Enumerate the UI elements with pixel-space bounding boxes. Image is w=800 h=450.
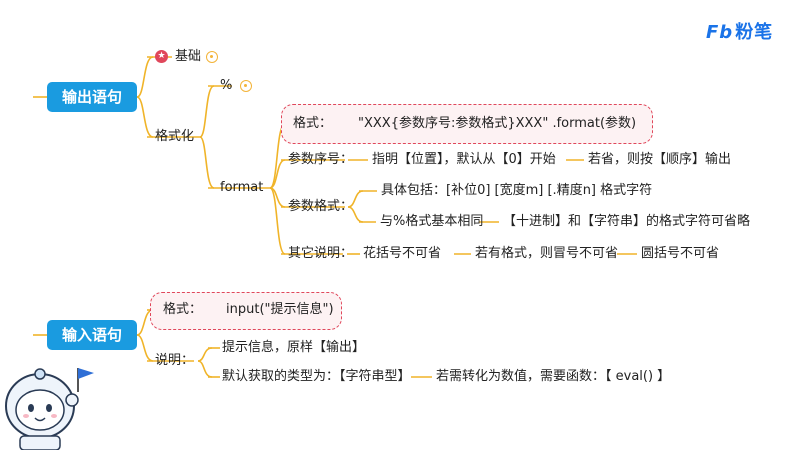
other-note-a: 花括号不可省 <box>363 246 442 261</box>
other-notes-label: 其它说明： <box>288 246 354 261</box>
other-note-b: 若有格式，则冒号不可省 <box>475 246 619 261</box>
logo-text: 粉笔 <box>735 22 774 43</box>
param-format-label: 参数格式： <box>288 199 354 214</box>
input-syntax-value: input("提示信息") <box>226 302 334 317</box>
input-syntax-label: 格式： <box>163 302 203 317</box>
param-index-desc: 指明【位置】，默认从【0】开始 <box>372 152 556 167</box>
format-syntax-label: 格式： <box>293 116 333 131</box>
param-index-label: 参数序号： <box>288 152 354 167</box>
param-format-line2a: 与%格式基本相同 <box>380 214 484 229</box>
root-output-statement: 输出语句 <box>47 82 137 112</box>
node-percent: % <box>220 78 233 93</box>
mascot-astronaut <box>5 368 94 450</box>
param-format-line2b: 【十进制】和【字符串】的格式字符可省略 <box>503 214 751 229</box>
input-explain-line2b: 若需转化为数值，需要函数：【 eval() 】 <box>436 369 671 384</box>
logo-mark: Fb <box>706 22 734 43</box>
node-formatting: 格式化 <box>155 129 195 144</box>
format-syntax-box <box>281 104 653 144</box>
input-explain-line2a: 默认获取的类型为：【字符串型】 <box>222 369 411 384</box>
input-syntax-box <box>150 292 342 330</box>
param-format-line1: 具体包括：[补位0] [宽度m] [.精度n] 格式字符 <box>381 183 653 198</box>
input-explain-label: 说明： <box>155 353 195 368</box>
param-index-note: 若省，则按【顺序】输出 <box>588 152 732 167</box>
root-input-statement: 输入语句 <box>47 320 137 350</box>
input-explain-line1: 提示信息，原样【输出】 <box>222 340 366 355</box>
bulb-icon <box>206 51 218 63</box>
format-syntax-value: "XXX{参数序号:参数格式}XXX" .format(参数) <box>358 116 637 131</box>
bulb-icon <box>240 80 252 92</box>
node-format: format <box>220 180 264 195</box>
node-basic: 基础 <box>175 49 202 64</box>
other-note-c: 圆括号不可省 <box>641 246 720 261</box>
star-icon: ★ <box>155 50 168 63</box>
